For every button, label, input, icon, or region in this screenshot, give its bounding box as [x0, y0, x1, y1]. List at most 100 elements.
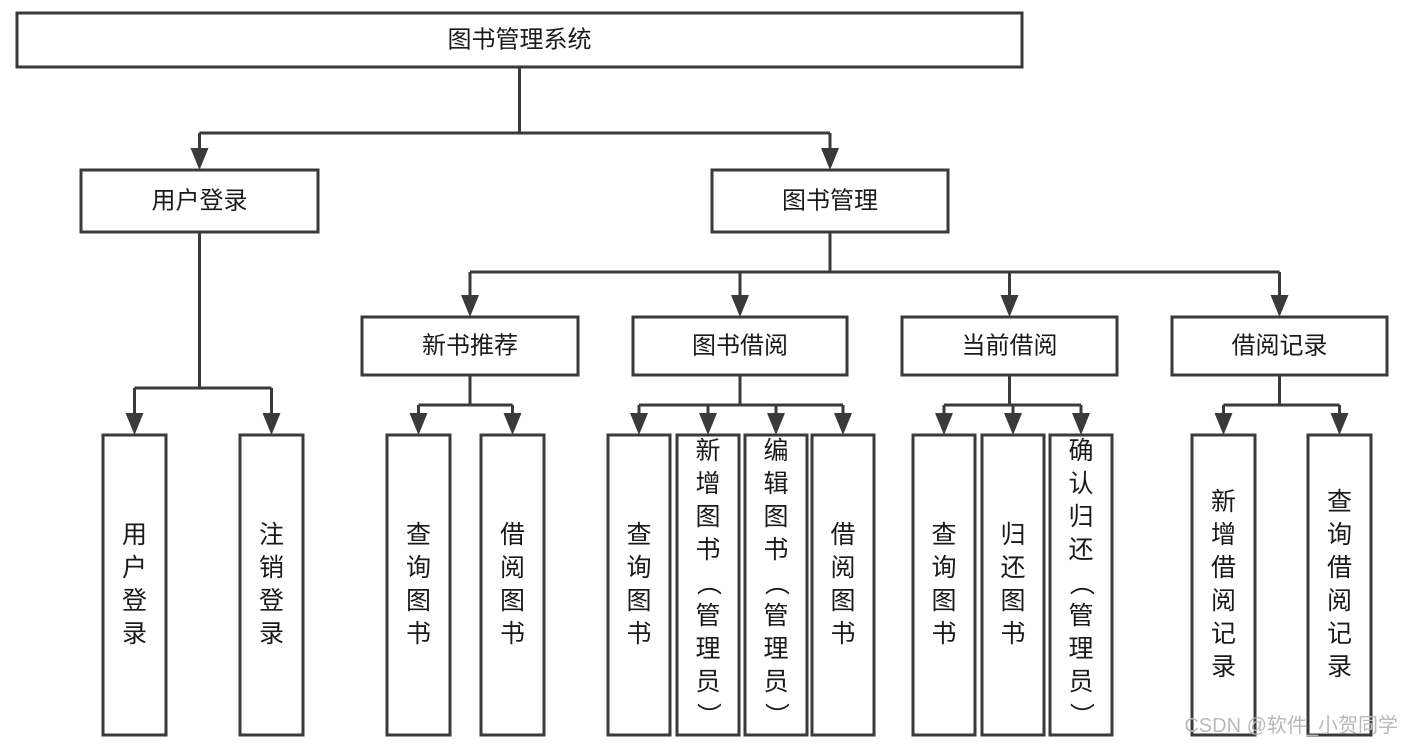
node-user-login-box[interactable]: [79, 168, 320, 234]
svg-text:注: 注: [259, 521, 284, 549]
svg-text:书: 书: [500, 620, 525, 648]
node-book-management[interactable]: 图书管理: [710, 168, 950, 234]
root-node-root[interactable]: 图书管理系统: [15, 11, 1024, 69]
leaf-query-borrow-record-box[interactable]: [1306, 433, 1373, 737]
arrow-head-icon: [190, 148, 209, 170]
node-book-borrow[interactable]: 图书借阅: [631, 315, 849, 377]
svg-text:新: 新: [695, 437, 720, 465]
svg-text:）: ）: [694, 702, 722, 727]
svg-text:增: 增: [695, 470, 720, 498]
node-book-management-label: 图书管理: [782, 187, 878, 214]
svg-text:借: 借: [500, 521, 525, 549]
leaf-borrow-book-2-box[interactable]: [810, 433, 876, 737]
node-current-borrow-box[interactable]: [900, 315, 1119, 377]
svg-text:记: 记: [1211, 620, 1236, 648]
svg-text:查: 查: [931, 521, 956, 549]
svg-text:书: 书: [695, 536, 720, 564]
svg-text:辑: 辑: [763, 470, 788, 498]
arrow-head-icon: [1004, 413, 1022, 435]
leaf-query-book-1-box[interactable]: [385, 433, 452, 737]
connector-line: [942, 375, 1083, 415]
svg-text:询: 询: [931, 554, 956, 582]
node-book-borrow-box[interactable]: [631, 315, 849, 377]
svg-text:书: 书: [1000, 620, 1025, 648]
node-user-login-label: 用户登录: [152, 187, 248, 214]
svg-text:归: 归: [1000, 521, 1025, 549]
arrow-head-icon: [503, 413, 522, 435]
svg-text:图: 图: [931, 587, 956, 615]
svg-text:（: （: [694, 570, 722, 595]
svg-text:阅: 阅: [1327, 587, 1352, 615]
node-current-borrow[interactable]: 当前借阅: [900, 315, 1119, 377]
leaf-user-login[interactable]: 用户登录: [101, 433, 168, 737]
connector-line: [133, 232, 273, 415]
leaf-edit-book-admin-box[interactable]: [743, 433, 809, 737]
arrow-head-icon: [1000, 295, 1019, 317]
svg-text:登: 登: [122, 587, 147, 615]
leaf-logout-login-box[interactable]: [238, 433, 305, 737]
svg-text:增: 增: [1211, 521, 1236, 549]
node-borrow-record[interactable]: 借阅记录: [1170, 315, 1389, 377]
leaf-return-book-box[interactable]: [980, 433, 1046, 737]
svg-text:员: 员: [763, 668, 788, 696]
svg-text:录: 录: [1327, 653, 1352, 681]
leaf-borrow-book-1-box[interactable]: [479, 433, 546, 737]
svg-text:录: 录: [122, 620, 147, 648]
node-new-book-recommend[interactable]: 新书推荐: [360, 315, 580, 377]
node-user-login[interactable]: 用户登录: [79, 168, 320, 234]
svg-text:管: 管: [1068, 602, 1093, 630]
svg-text:阅: 阅: [500, 554, 525, 582]
node-borrow-record-box[interactable]: [1170, 315, 1389, 377]
svg-text:还: 还: [1000, 554, 1025, 582]
svg-text:查: 查: [626, 521, 651, 549]
arrow-head-icon: [699, 413, 717, 435]
svg-text:登: 登: [259, 587, 284, 615]
node-book-management-box[interactable]: [710, 168, 950, 234]
svg-text:记: 记: [1327, 620, 1352, 648]
svg-text:图: 图: [626, 587, 651, 615]
node-new-book-recommend-box[interactable]: [360, 315, 580, 377]
root-node-root-box[interactable]: [15, 11, 1024, 69]
svg-text:确: 确: [1068, 437, 1093, 465]
leaf-user-login-box[interactable]: [101, 433, 168, 737]
connector-line: [417, 375, 514, 415]
leaf-add-borrow-record-box[interactable]: [1190, 433, 1257, 737]
svg-text:理: 理: [763, 635, 788, 663]
svg-text:借: 借: [1327, 554, 1352, 582]
svg-text:借: 借: [830, 521, 855, 549]
svg-text:书: 书: [830, 620, 855, 648]
svg-text:）: ）: [762, 702, 790, 727]
leaf-query-book-3-box[interactable]: [911, 433, 977, 737]
leaf-query-book-2-box[interactable]: [606, 433, 672, 737]
svg-text:询: 询: [1327, 521, 1352, 549]
svg-text:图: 图: [1000, 587, 1025, 615]
svg-text:（: （: [1067, 570, 1095, 595]
root-node-root-label: 图书管理系统: [448, 26, 592, 53]
arrow-head-icon: [1214, 413, 1233, 435]
svg-text:编: 编: [763, 437, 788, 465]
svg-text:录: 录: [259, 620, 284, 648]
leaf-add-book-admin-box[interactable]: [675, 433, 741, 737]
arrow-head-icon: [1330, 413, 1349, 435]
leaf-confirm-return-admin-box[interactable]: [1048, 433, 1114, 737]
leaf-user-login-label: 用户登录: [122, 521, 147, 648]
